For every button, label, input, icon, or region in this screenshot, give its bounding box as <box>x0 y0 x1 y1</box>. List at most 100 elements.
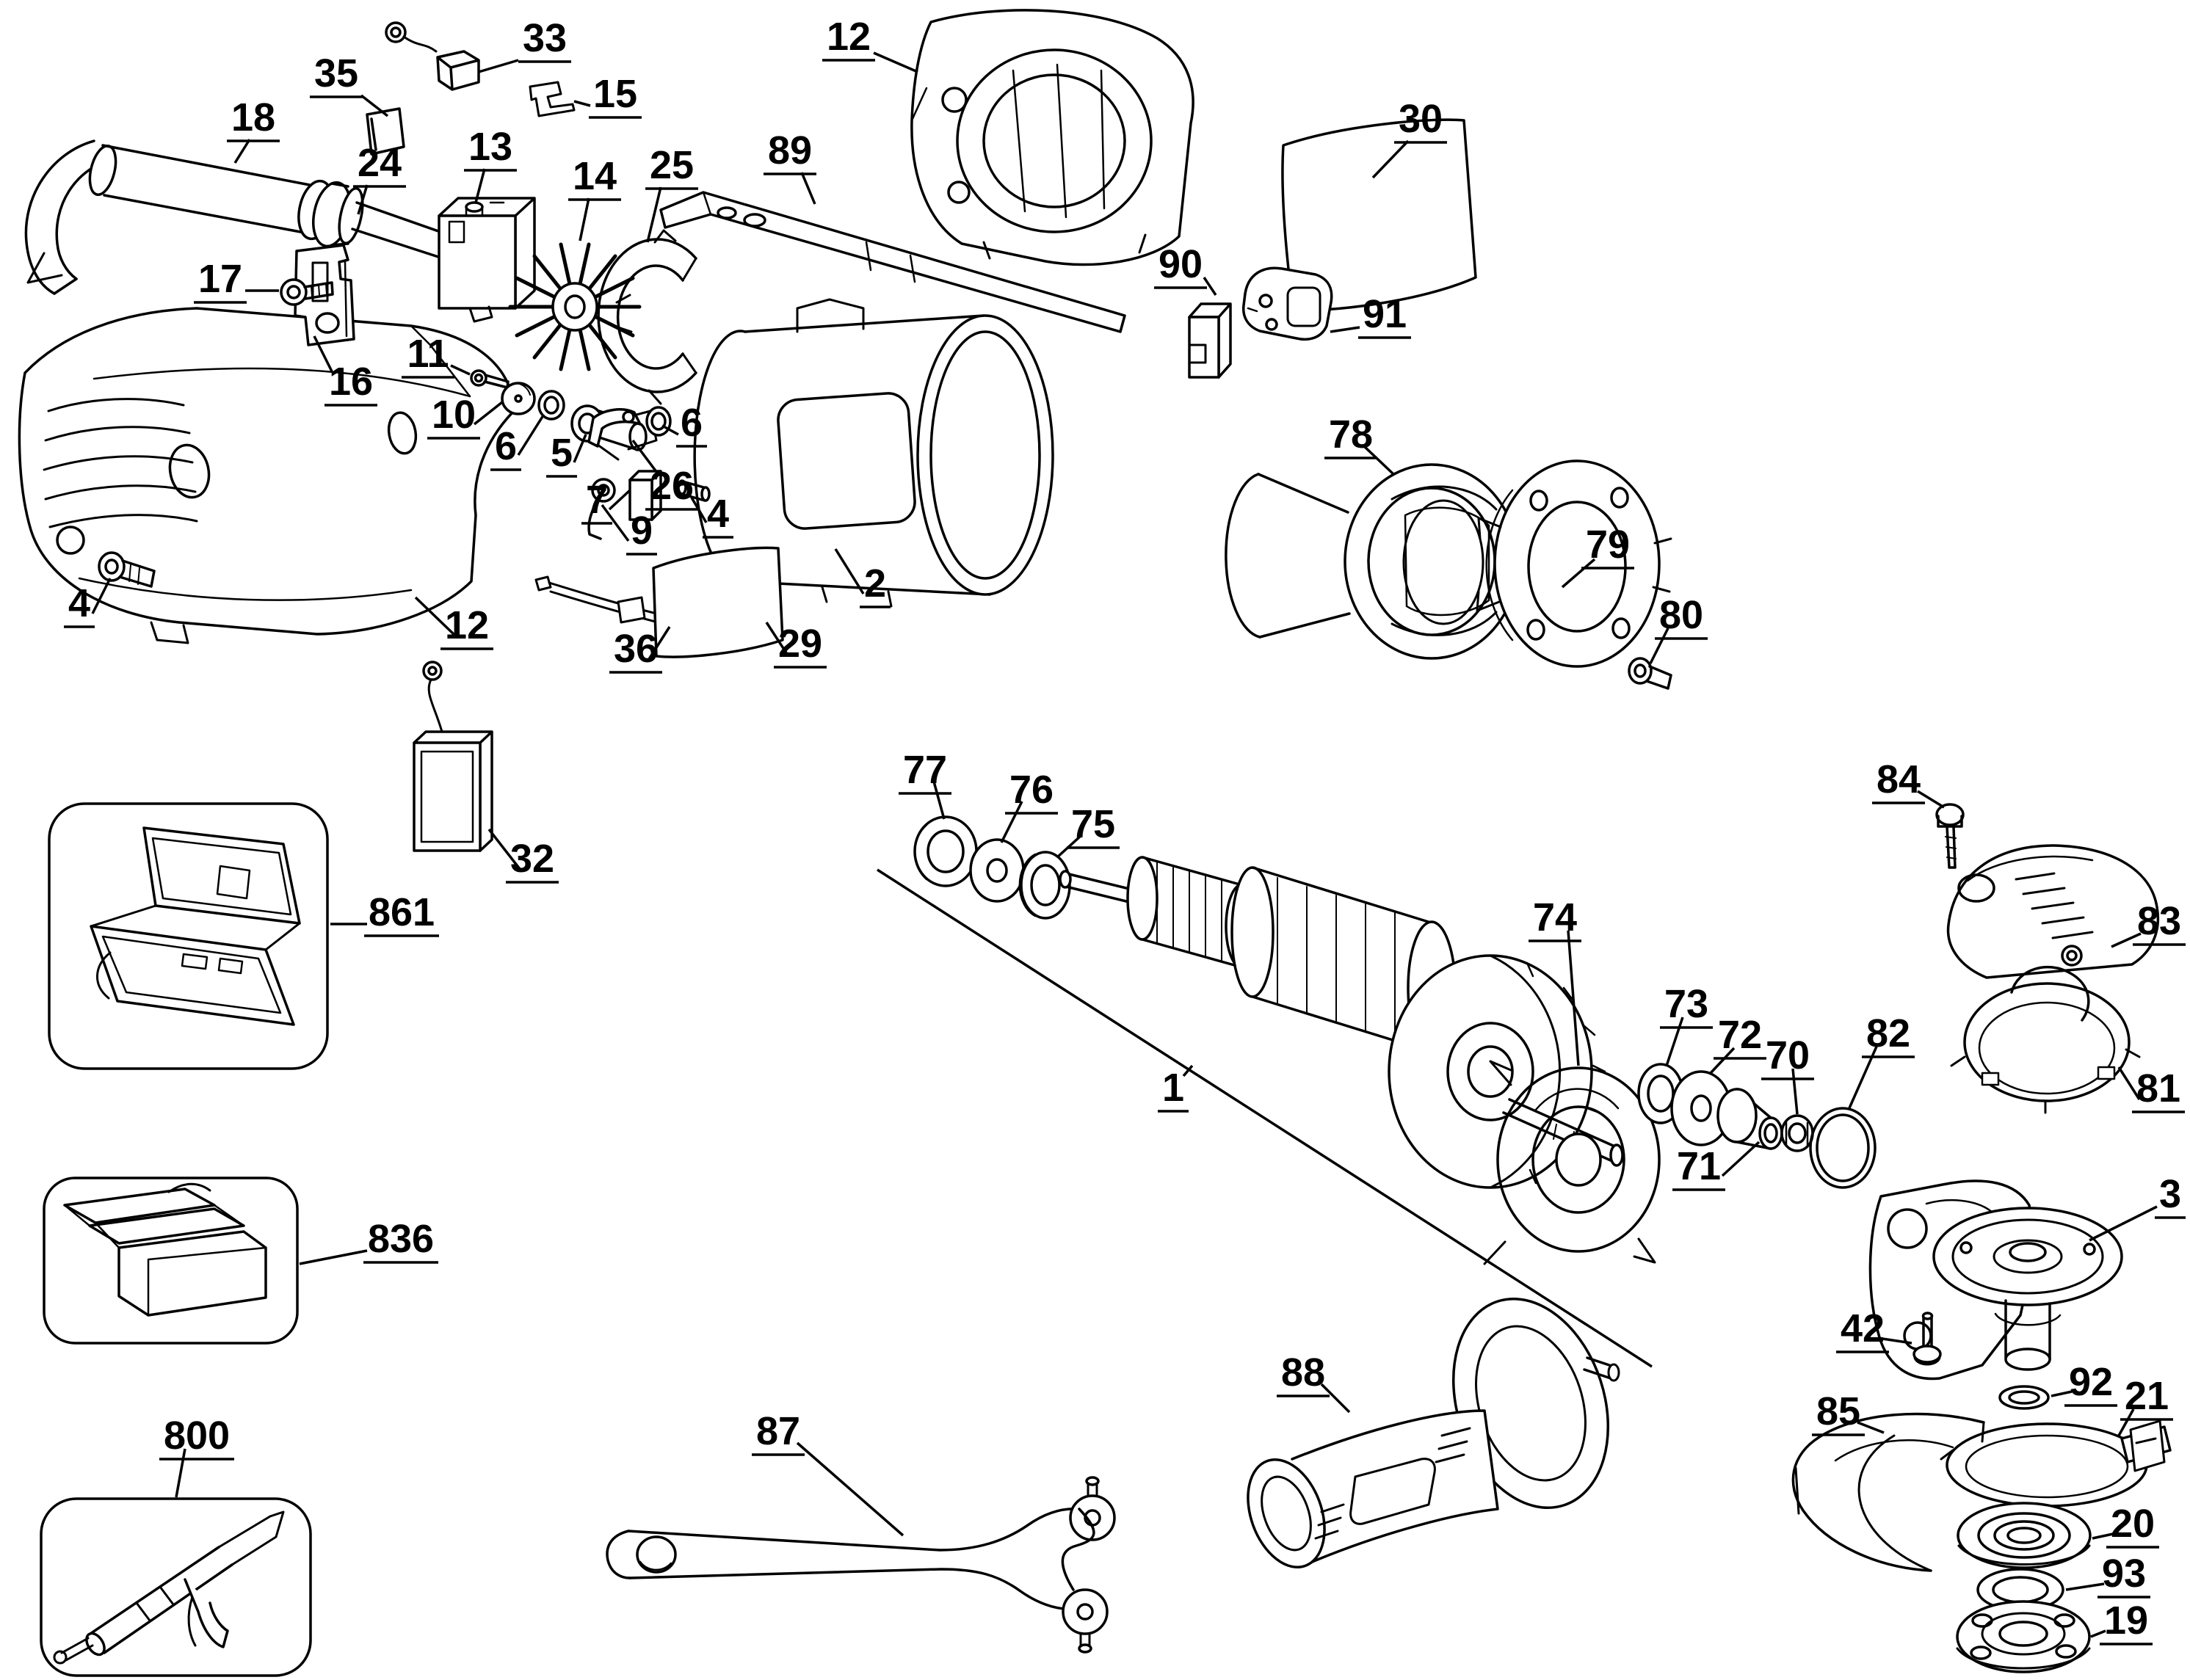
callout-leader <box>478 59 519 73</box>
part-lever-26-drawing <box>587 408 642 461</box>
part-motor-can-drawing <box>693 298 1054 608</box>
callout-leader <box>1857 1421 1885 1434</box>
callout-leader <box>1847 1046 1878 1110</box>
callout-leader <box>1371 139 1410 179</box>
callout-leader <box>1330 326 1360 333</box>
callout-number: 87 <box>756 1409 800 1453</box>
callout-leader <box>1203 277 1217 296</box>
callout-88: 88 <box>1277 1350 1351 1414</box>
callout-75: 75 <box>1056 802 1120 859</box>
callout-number: 6 <box>681 401 703 445</box>
callout-leader <box>517 415 545 456</box>
part-screw-17-drawing <box>280 278 334 306</box>
callout-leader <box>932 781 946 820</box>
part-disc-10-drawing <box>501 382 536 415</box>
callout-18: 18 <box>227 95 280 164</box>
callout-number: 36 <box>614 627 658 671</box>
part-nameplate-drawing <box>1281 118 1477 312</box>
callout-number: 30 <box>1399 97 1443 141</box>
callout-leader <box>357 184 369 215</box>
callout-leader <box>1561 558 1596 589</box>
callout-19: 19 <box>2090 1599 2153 1646</box>
callout-leader <box>175 1448 186 1498</box>
callout-leader <box>473 401 504 426</box>
callout-number: 5 <box>551 431 573 475</box>
part-kit-case-drawing <box>90 826 301 1026</box>
callout-26: 26 <box>631 439 698 511</box>
callout-16: 16 <box>313 335 377 407</box>
callout-leader <box>601 503 630 542</box>
callout-leader <box>2092 1532 2114 1540</box>
part-baffle-drawing <box>597 229 697 405</box>
callout-25: 25 <box>645 143 698 243</box>
callout-leader <box>1320 1383 1351 1414</box>
callout-leader <box>414 596 457 637</box>
callout-35: 35 <box>310 51 389 117</box>
callout-leader <box>661 424 679 436</box>
part-label-sheet-drawing <box>652 546 784 658</box>
callout-leader <box>1363 445 1395 476</box>
part-support-bar-drawing <box>659 191 1126 333</box>
callout-leader <box>233 139 251 164</box>
callout-4: 4 <box>64 578 112 628</box>
callout-number: 85 <box>1816 1389 1860 1433</box>
callout-leader <box>690 497 708 523</box>
part-oring-92-drawing <box>1998 1385 2050 1410</box>
part-clamp-band-drawing <box>1940 1419 2172 1508</box>
callout-number: 13 <box>468 125 512 169</box>
callout-76: 76 <box>1000 768 1058 843</box>
callout-number: 88 <box>1281 1350 1325 1394</box>
part-pad-drawing <box>366 107 405 156</box>
callout-861: 861 <box>330 890 439 937</box>
callout-leader <box>2090 1629 2106 1638</box>
callout-leader <box>1665 1017 1684 1066</box>
callout-89: 89 <box>764 128 816 205</box>
callout-leader <box>1649 628 1669 664</box>
callout-78: 78 <box>1324 412 1395 476</box>
callout-70: 70 <box>1761 1033 1814 1115</box>
callout-number: 82 <box>1866 1011 1910 1055</box>
callout-leader <box>1567 930 1580 1066</box>
part-brush-lead-drawing <box>385 21 480 91</box>
callout-leader <box>800 172 816 205</box>
part-stator-drawing <box>1225 463 1520 660</box>
callout-number: 29 <box>778 622 822 666</box>
callout-21: 21 <box>2117 1374 2173 1436</box>
callout-number: 14 <box>573 154 617 198</box>
part-brush-holder-drawing <box>1241 266 1333 341</box>
part-adhesive-gun-drawing <box>53 1510 285 1665</box>
callout-number: 81 <box>2136 1066 2180 1110</box>
callout-30: 30 <box>1371 97 1447 179</box>
callout-number: 83 <box>2137 899 2181 943</box>
callout-84: 84 <box>1872 757 1945 809</box>
callout-number: 24 <box>358 141 402 185</box>
kit-box-861 <box>48 802 329 1070</box>
callout-leader <box>873 51 918 73</box>
callout-6: 6 <box>661 401 707 448</box>
part-bushing-71-drawing <box>1716 1088 1783 1150</box>
callout-leader <box>450 364 471 376</box>
part-guard-drawing <box>1791 1412 1985 1572</box>
callout-number: 76 <box>1009 768 1054 812</box>
callout-number: 11 <box>407 332 449 376</box>
part-screw-80-drawing <box>1628 657 1672 690</box>
part-screw-42-drawing <box>1912 1312 1942 1366</box>
callout-number: 4 <box>707 492 729 536</box>
part-flange-20-drawing <box>1957 1502 2092 1569</box>
part-switch-drawing <box>438 197 536 323</box>
callout-11: 11 <box>402 332 471 379</box>
callout-leader <box>573 100 591 107</box>
callout-leader <box>313 335 333 372</box>
callout-leader <box>2117 1408 2135 1436</box>
callout-74: 74 <box>1529 895 1581 1066</box>
callout-90: 90 <box>1154 242 1217 296</box>
part-wrench-drawing <box>606 1476 1116 1654</box>
callout-number: 12 <box>827 15 871 59</box>
part-clip-drawing <box>529 81 576 117</box>
callout-12: 12 <box>414 596 493 650</box>
callout-number: 15 <box>593 72 637 116</box>
callout-77: 77 <box>899 748 951 820</box>
callout-91: 91 <box>1330 292 1411 339</box>
callout-leader <box>2111 932 2142 948</box>
